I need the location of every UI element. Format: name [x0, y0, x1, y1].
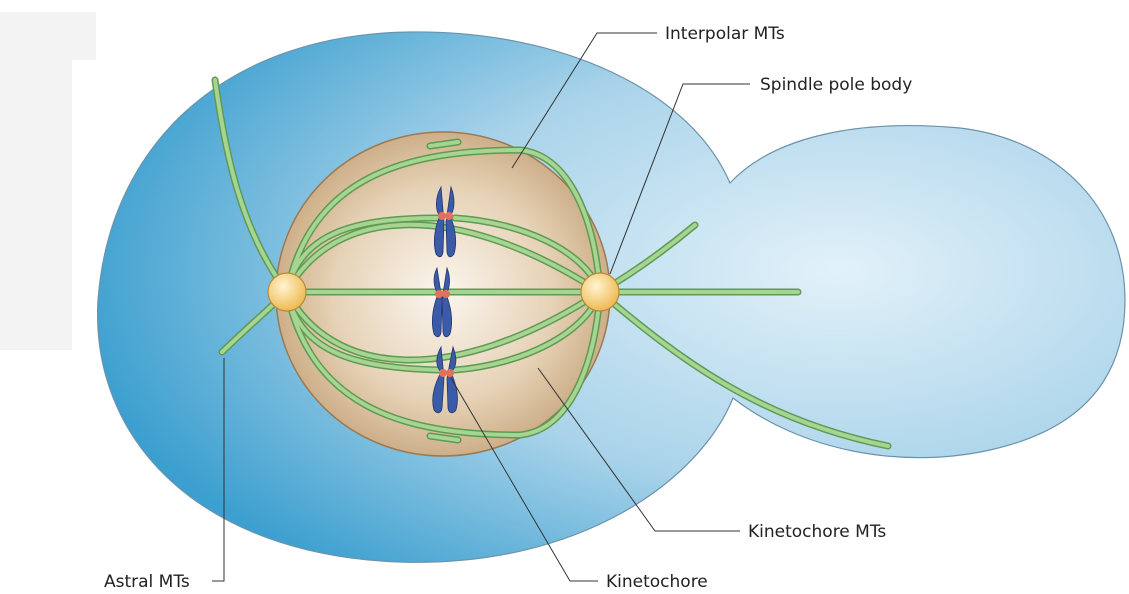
label-kinetochore-mts: Kinetochore MTs: [748, 522, 886, 542]
spindle-pole-body-right: [581, 273, 619, 311]
label-astral-mts: Astral MTs: [104, 572, 190, 592]
spindle-pole-body-left: [268, 273, 306, 311]
edge-shade-top: [0, 12, 96, 60]
label-interpolar-mts: Interpolar MTs: [665, 24, 785, 44]
label-kinetochore: Kinetochore: [606, 572, 708, 592]
edge-shade-left: [0, 60, 72, 350]
label-spindle-pole-body: Spindle pole body: [760, 75, 912, 95]
